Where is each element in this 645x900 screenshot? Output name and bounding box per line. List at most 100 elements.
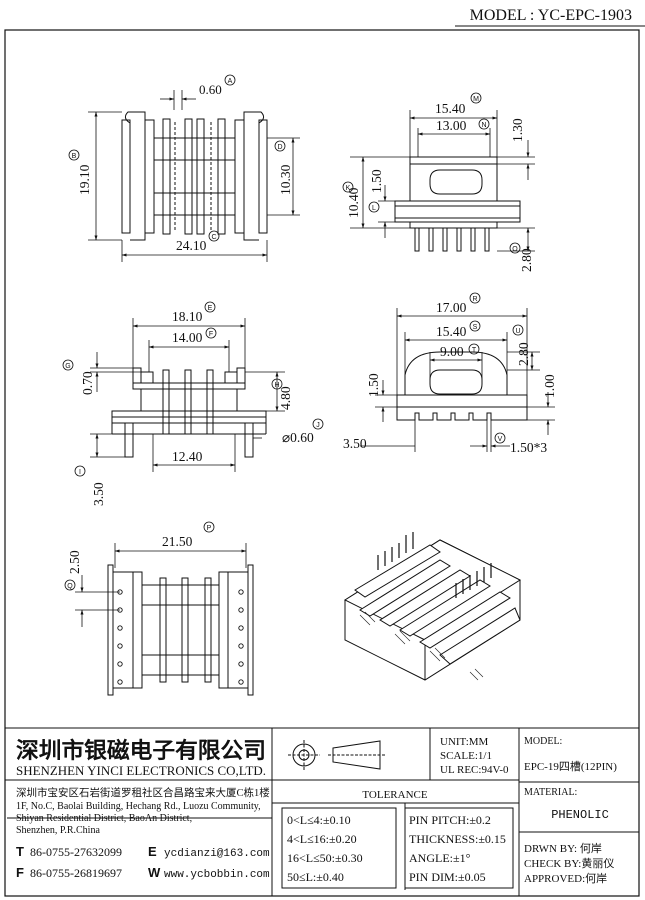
marker-K-circle xyxy=(342,181,354,193)
address-en-line2: Shiyan Residential District, BaoAn Distr… xyxy=(16,813,192,824)
title-block-frame xyxy=(5,727,639,896)
address-en-line1: 1F, No.C, Baolai Building, Hechang Rd., … xyxy=(16,801,261,812)
marker-B: B xyxy=(72,153,77,160)
drawn-by: DRWN BY: 何岸 xyxy=(524,842,602,855)
bottom-view xyxy=(107,564,254,696)
tolerance-right-4: PIN DIM:±0.05 xyxy=(409,870,486,884)
marker-G-circle xyxy=(62,359,74,371)
marker-K: K xyxy=(346,185,351,192)
tel-value: 86-0755-27632099 xyxy=(30,845,122,859)
marker-N: N xyxy=(481,122,486,129)
marker-I-circle xyxy=(74,465,86,477)
marker-N-circle xyxy=(478,118,490,130)
marker-R: R xyxy=(472,296,477,303)
dim-label-G: 0.70 xyxy=(80,371,95,395)
marker-O-circle xyxy=(509,242,521,254)
model-label: MODEL: xyxy=(524,736,562,747)
email-value: ycdianzi@163.com xyxy=(164,848,270,860)
model-value: EPC-19四槽(12PIN) xyxy=(524,760,617,773)
marker-P: P xyxy=(207,525,212,532)
fax-label: F xyxy=(16,865,24,880)
marker-C: C xyxy=(211,234,216,241)
marker-M: M xyxy=(473,96,479,103)
dim-label-A: 0.60 xyxy=(199,82,222,97)
marker-P-circle xyxy=(203,521,215,533)
fax-value: 86-0755-26819697 xyxy=(30,866,122,880)
tolerance-right-3: ANGLE:±1° xyxy=(409,851,471,865)
marker-B-circle xyxy=(68,149,80,161)
marker-F-circle xyxy=(205,327,217,339)
marker-G: G xyxy=(65,363,70,370)
marker-J-circle xyxy=(312,418,324,430)
web-label: W xyxy=(148,865,161,880)
marker-F: F xyxy=(209,331,213,338)
front-view-dims xyxy=(90,318,285,472)
dim-label-P: 21.50 xyxy=(162,534,193,549)
marker-L-circle xyxy=(368,201,380,213)
model-header: MODEL : YC-EPC-1903 xyxy=(470,7,632,24)
isometric-pins xyxy=(377,532,492,598)
dim-label-T: 9.00 xyxy=(440,344,464,359)
marker-C-circle xyxy=(208,230,220,242)
marker-R-circle xyxy=(469,292,481,304)
projection-symbol xyxy=(288,740,385,770)
dim-label-F: 14.00 xyxy=(172,330,203,345)
dim-label-S: 15.40 xyxy=(436,324,467,339)
marker-T: T xyxy=(472,347,477,354)
marker-H-circle xyxy=(271,378,283,390)
tolerance-row-4: 50≤L:±0.40 xyxy=(287,870,344,884)
tolerance-title: TOLERANCE xyxy=(362,789,427,801)
marker-D-circle xyxy=(274,140,286,152)
dim-label-R: 17.00 xyxy=(436,300,467,315)
dim-label-end-3-50: 3.50 xyxy=(343,436,367,451)
dim-label-C: 24.10 xyxy=(176,238,207,253)
end-view xyxy=(396,351,528,421)
address-cn: 深圳市宝安区石岩街道罗租社区合昌路宝来大厦C栋1楼 xyxy=(16,786,270,799)
marker-E-circle xyxy=(204,301,216,313)
tel-label: T xyxy=(16,844,24,859)
dim-label-E: 18.10 xyxy=(172,309,203,324)
material-label: MATERIAL: xyxy=(524,787,577,798)
marker-O: O xyxy=(512,246,518,253)
marker-V-circle xyxy=(494,432,506,444)
dim-label-U: 2.80 xyxy=(516,342,531,366)
top-view xyxy=(121,111,268,241)
marker-Q-circle xyxy=(64,579,76,591)
isometric-view xyxy=(343,539,522,681)
bottom-view-dims xyxy=(75,543,247,627)
isometric-hatching xyxy=(359,611,484,681)
marker-V: V xyxy=(498,436,503,443)
side-view-pins xyxy=(414,227,490,252)
marker-A: A xyxy=(228,78,233,85)
web-value: www.ycbobbin.com xyxy=(164,869,270,881)
dim-label-end-1-00: 1.00 xyxy=(542,374,557,398)
dim-label-L: 1.50 xyxy=(369,169,384,193)
check-by: CHECK BY:黄丽仪 xyxy=(524,856,614,870)
marker-D: D xyxy=(277,144,282,151)
company-name-en: SHENZHEN YINCI ELECTRONICS CO,LTD. xyxy=(16,763,266,778)
dim-label-12-40: 12.40 xyxy=(172,449,203,464)
dim-label-H: 4.80 xyxy=(278,386,293,410)
dim-label-D: 10.30 xyxy=(278,164,293,195)
tolerance-row-2: 4<L≤16:±0.20 xyxy=(287,832,357,846)
dim-label-end-1-50: 1.50 xyxy=(366,373,381,397)
marker-S: S xyxy=(473,324,478,331)
dim-label-V: 1.50*3 xyxy=(510,440,547,455)
marker-U-circle xyxy=(512,324,524,336)
address-en-line3: Shenzhen, P.R.China xyxy=(16,825,100,836)
side-view-dims xyxy=(350,110,535,252)
marker-T-circle xyxy=(468,343,480,355)
dim-label-N: 13.00 xyxy=(436,118,467,133)
ul-text: UL REC:94V-0 xyxy=(440,764,509,776)
dim-label-I: 3.50 xyxy=(91,482,106,506)
top-view-dims xyxy=(88,90,300,262)
dim-label-K: 10.40 xyxy=(346,187,361,218)
drawing-border xyxy=(4,29,640,897)
dim-label-1-30: 1.30 xyxy=(510,118,525,142)
marker-L: L xyxy=(372,205,376,212)
approved-by: APPROVED:何岸 xyxy=(524,872,607,885)
marker-I: I xyxy=(79,469,81,476)
side-view xyxy=(394,156,521,229)
end-view-dims xyxy=(360,308,555,452)
